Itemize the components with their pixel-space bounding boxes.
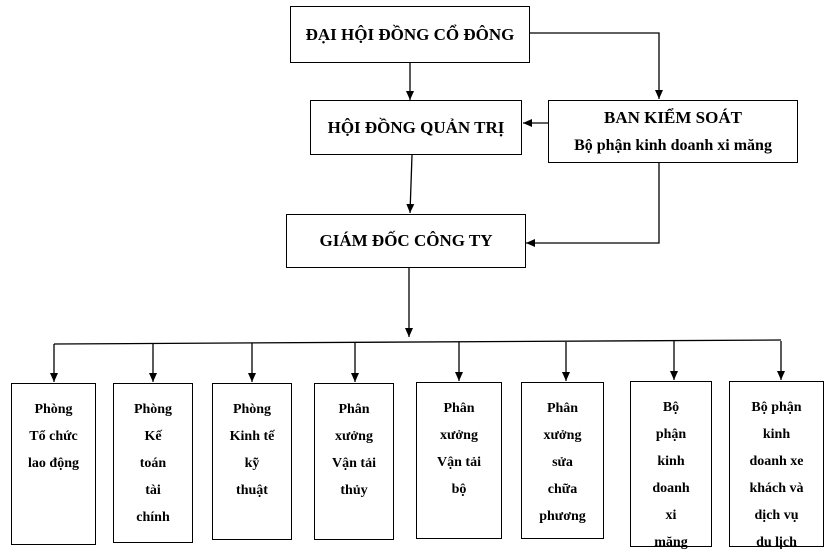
department-label-line: kinh xyxy=(762,427,791,442)
department-label-line: chữa xyxy=(547,482,578,497)
department-box-1: Phòng Tổ chức lao động xyxy=(11,383,96,545)
department-label-line: Vận tải xyxy=(437,455,481,470)
department-label-line: phương xyxy=(539,509,586,524)
department-label-line: Phòng xyxy=(133,402,173,417)
department-label-line: măng xyxy=(654,535,688,550)
department-bus-line xyxy=(53,339,782,345)
department-label-line: Phân xyxy=(546,401,579,416)
department-label-line: doanh xyxy=(652,481,690,496)
department-label-line: Phân xyxy=(338,402,370,417)
department-box-8: Bộ phận kinh doanh xe khách và dịch vụ du lịc… xyxy=(729,381,824,550)
supervisory-subtitle: Bộ phận kinh doanh xi măng xyxy=(574,136,772,154)
department-label-line: du lịch xyxy=(756,535,797,550)
department-label-line: kinh xyxy=(657,454,685,469)
department-label-line: kỹ xyxy=(244,456,260,471)
department-label-line: tài xyxy=(145,483,161,498)
arrow-shareholders-to-supervisory xyxy=(530,32,663,99)
department-label-line: phận xyxy=(655,427,687,442)
director-label: GIÁM ĐỐC CÔNG TY xyxy=(319,231,493,250)
department-label-line: thủy xyxy=(340,483,368,498)
department-label-line: xi xyxy=(665,508,677,523)
department-label-line: chính xyxy=(136,510,170,525)
board-label: HỘI ĐỒNG QUẢN TRỊ xyxy=(327,117,505,137)
department-label-line: xưởng xyxy=(543,428,582,443)
department-label-line: Kế xyxy=(144,429,162,444)
department-label-line: xưởng xyxy=(440,428,478,443)
arrow-supervisory-to-director xyxy=(526,163,660,247)
department-label-line: Bộ phận xyxy=(751,400,802,415)
director-box: GIÁM ĐỐC CÔNG TY xyxy=(286,214,526,268)
department-box-7: Bộ phận kinh doanh xi măng xyxy=(630,381,712,550)
shareholders-box: ĐẠI HỘI ĐỒNG CỔ ĐÔNG xyxy=(290,6,530,63)
department-label-line: doanh xe xyxy=(749,454,804,469)
shareholders-label: ĐẠI HỘI ĐỒNG CỔ ĐÔNG xyxy=(305,24,515,44)
department-box-6: Phân xưởng sửa chữa phương xyxy=(521,382,604,539)
department-label-line: bộ xyxy=(451,482,467,497)
department-label-line: xưởng xyxy=(335,429,373,444)
department-label-line: Tổ chức xyxy=(29,429,78,444)
department-label-line: thuật xyxy=(236,483,268,498)
department-label-line: Phân xyxy=(443,401,475,416)
department-label-line: lao động xyxy=(28,456,79,471)
department-label-line: sửa xyxy=(552,455,573,470)
board-box: HỘI ĐỒNG QUẢN TRỊ xyxy=(310,100,522,155)
department-label-line: dịch vụ xyxy=(754,508,799,523)
supervisory-title: BAN KIỂM SOÁT xyxy=(604,107,742,127)
department-label-line: Kinh tế xyxy=(229,429,275,444)
supervisory-box: BAN KIỂM SOÁT Bộ phận kinh doanh xi măng xyxy=(548,100,798,163)
department-label-line: toán xyxy=(139,456,167,471)
department-label-line: Phòng xyxy=(34,402,73,417)
department-label-line: Phòng xyxy=(232,402,272,417)
arrow-board-to-director xyxy=(406,154,415,214)
department-label-line: khách và xyxy=(749,481,804,496)
department-label-line: Bộ xyxy=(662,400,680,415)
department-label-line: Vận tải xyxy=(332,456,376,471)
